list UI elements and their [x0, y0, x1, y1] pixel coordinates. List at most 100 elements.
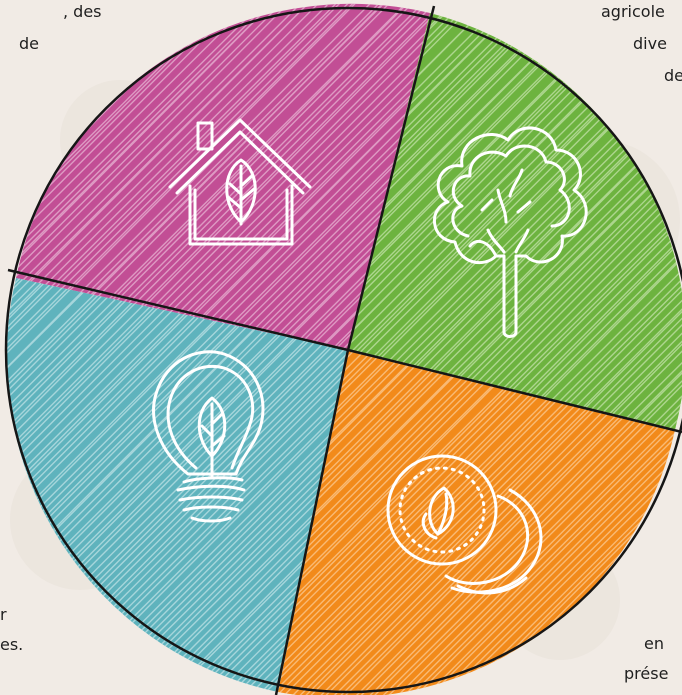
hatch-stroke: [348, 13, 682, 430]
hatch-stroke: [16, 4, 308, 351]
hatch-stroke: [0, 3, 1, 695]
hatch-stroke: [348, 13, 682, 430]
hatch-stroke: [6, 278, 349, 692]
hatch-stroke: [0, 0, 483, 695]
hatch-stroke: [348, 13, 682, 430]
hatch-stroke: [6, 278, 349, 692]
hatch-stroke: [126, 278, 349, 692]
hatch-stroke: [348, 13, 682, 430]
hatch-stroke: [0, 0, 407, 695]
hatch-stroke: [348, 13, 646, 430]
hatch-stroke: [16, 4, 328, 351]
hatch-stroke: [0, 0, 474, 695]
hatch-stroke: [348, 13, 528, 430]
hatch-stroke: [6, 278, 349, 692]
hatch-stroke: [16, 3, 281, 351]
hatch-stroke: [20, 278, 349, 692]
top-right-text-line-2: dive: [633, 34, 667, 53]
hatch-stroke: [348, 13, 561, 430]
hatch-stroke: [6, 278, 349, 692]
hatch-stroke: [131, 278, 349, 692]
hatch-stroke: [348, 13, 598, 430]
hatch-stroke: [348, 13, 682, 430]
hatch-stroke: [348, 13, 682, 430]
hatch-stroke: [315, 350, 675, 695]
hatch-stroke: [348, 13, 682, 430]
hatch-stroke: [0, 0, 504, 695]
hatch-stroke: [474, 350, 675, 695]
hatch-stroke: [71, 278, 349, 692]
hatch-stroke: [348, 13, 581, 430]
hatch-stroke: [16, 3, 218, 351]
hatch-stroke: [0, 0, 436, 695]
hatch-stroke: [432, 350, 675, 695]
hatch-stroke: [16, 3, 380, 351]
hatch-stroke: [348, 13, 574, 430]
hatch-stroke: [16, 3, 247, 351]
hatch-stroke: [348, 13, 636, 430]
hatch-stroke: [0, 0, 524, 695]
hatch-stroke: [6, 278, 349, 692]
hatch-stroke: [278, 350, 675, 695]
hatch-stroke: [456, 350, 675, 695]
hatch-stroke: [64, 278, 349, 692]
hatch-stroke: [6, 278, 349, 692]
hatch-stroke: [440, 350, 675, 695]
hatch-stroke: [348, 13, 682, 430]
top-left-text-line-1: , des: [63, 2, 102, 21]
hatch-stroke: [0, 0, 5, 695]
hatch-stroke: [0, 0, 567, 695]
hatch-stroke: [6, 278, 349, 692]
hatch-stroke: [348, 13, 682, 430]
hatch-stroke: [348, 13, 682, 430]
hatch-stroke: [278, 350, 675, 695]
hatch-stroke: [348, 13, 682, 430]
hatch-stroke: [0, 0, 468, 695]
segment-dividers: [7, 5, 682, 695]
hatch-stroke: [7, 278, 349, 692]
hatch-stroke: [348, 13, 682, 430]
coins-leaf-icon: [386, 454, 543, 595]
hatch-stroke: [335, 350, 675, 695]
hatch-stroke: [420, 350, 675, 695]
hatch-stroke: [424, 350, 675, 695]
hatch-stroke: [11, 278, 349, 692]
hatch-stroke: [49, 278, 349, 692]
hatch-stroke: [348, 13, 566, 430]
hatch-stroke: [383, 350, 675, 695]
hatch-stroke: [348, 13, 589, 430]
hatch-stroke: [152, 278, 349, 692]
hatch-stroke: [16, 3, 252, 351]
hatch-stroke: [0, 0, 362, 695]
hatch-stroke: [348, 13, 682, 430]
hatch-stroke: [0, 0, 457, 695]
hatch-stroke: [348, 13, 682, 430]
hatch-stroke: [16, 3, 275, 351]
hatch-stroke: [348, 13, 682, 430]
hatch-stroke: [27, 278, 349, 692]
hatch-stroke: [0, 0, 400, 695]
hatch-stroke: [6, 278, 349, 692]
hatch-stroke: [16, 3, 349, 351]
hatch-stroke: [16, 3, 430, 351]
hatch-stroke: [16, 3, 337, 351]
hatch-stroke: [348, 13, 667, 430]
hatch-stroke: [0, 0, 5, 695]
hatch-stroke: [348, 13, 682, 430]
hatch-stroke: [329, 350, 675, 695]
hatch-stroke: [0, 0, 587, 695]
hatch-stroke: [147, 278, 349, 692]
hatch-stroke: [0, 0, 538, 695]
hatch-stroke: [16, 3, 238, 351]
hatch-stroke: [348, 13, 650, 430]
hatch-stroke: [90, 278, 349, 692]
hatch-stroke: [348, 13, 632, 430]
hatch-stroke: [348, 13, 603, 430]
hatch-stroke: [348, 13, 682, 430]
top-left-text-line-2: de: [19, 34, 39, 53]
hatch-stroke: [16, 3, 232, 351]
hatch-stroke: [348, 13, 682, 430]
hatch-stroke: [405, 350, 675, 695]
